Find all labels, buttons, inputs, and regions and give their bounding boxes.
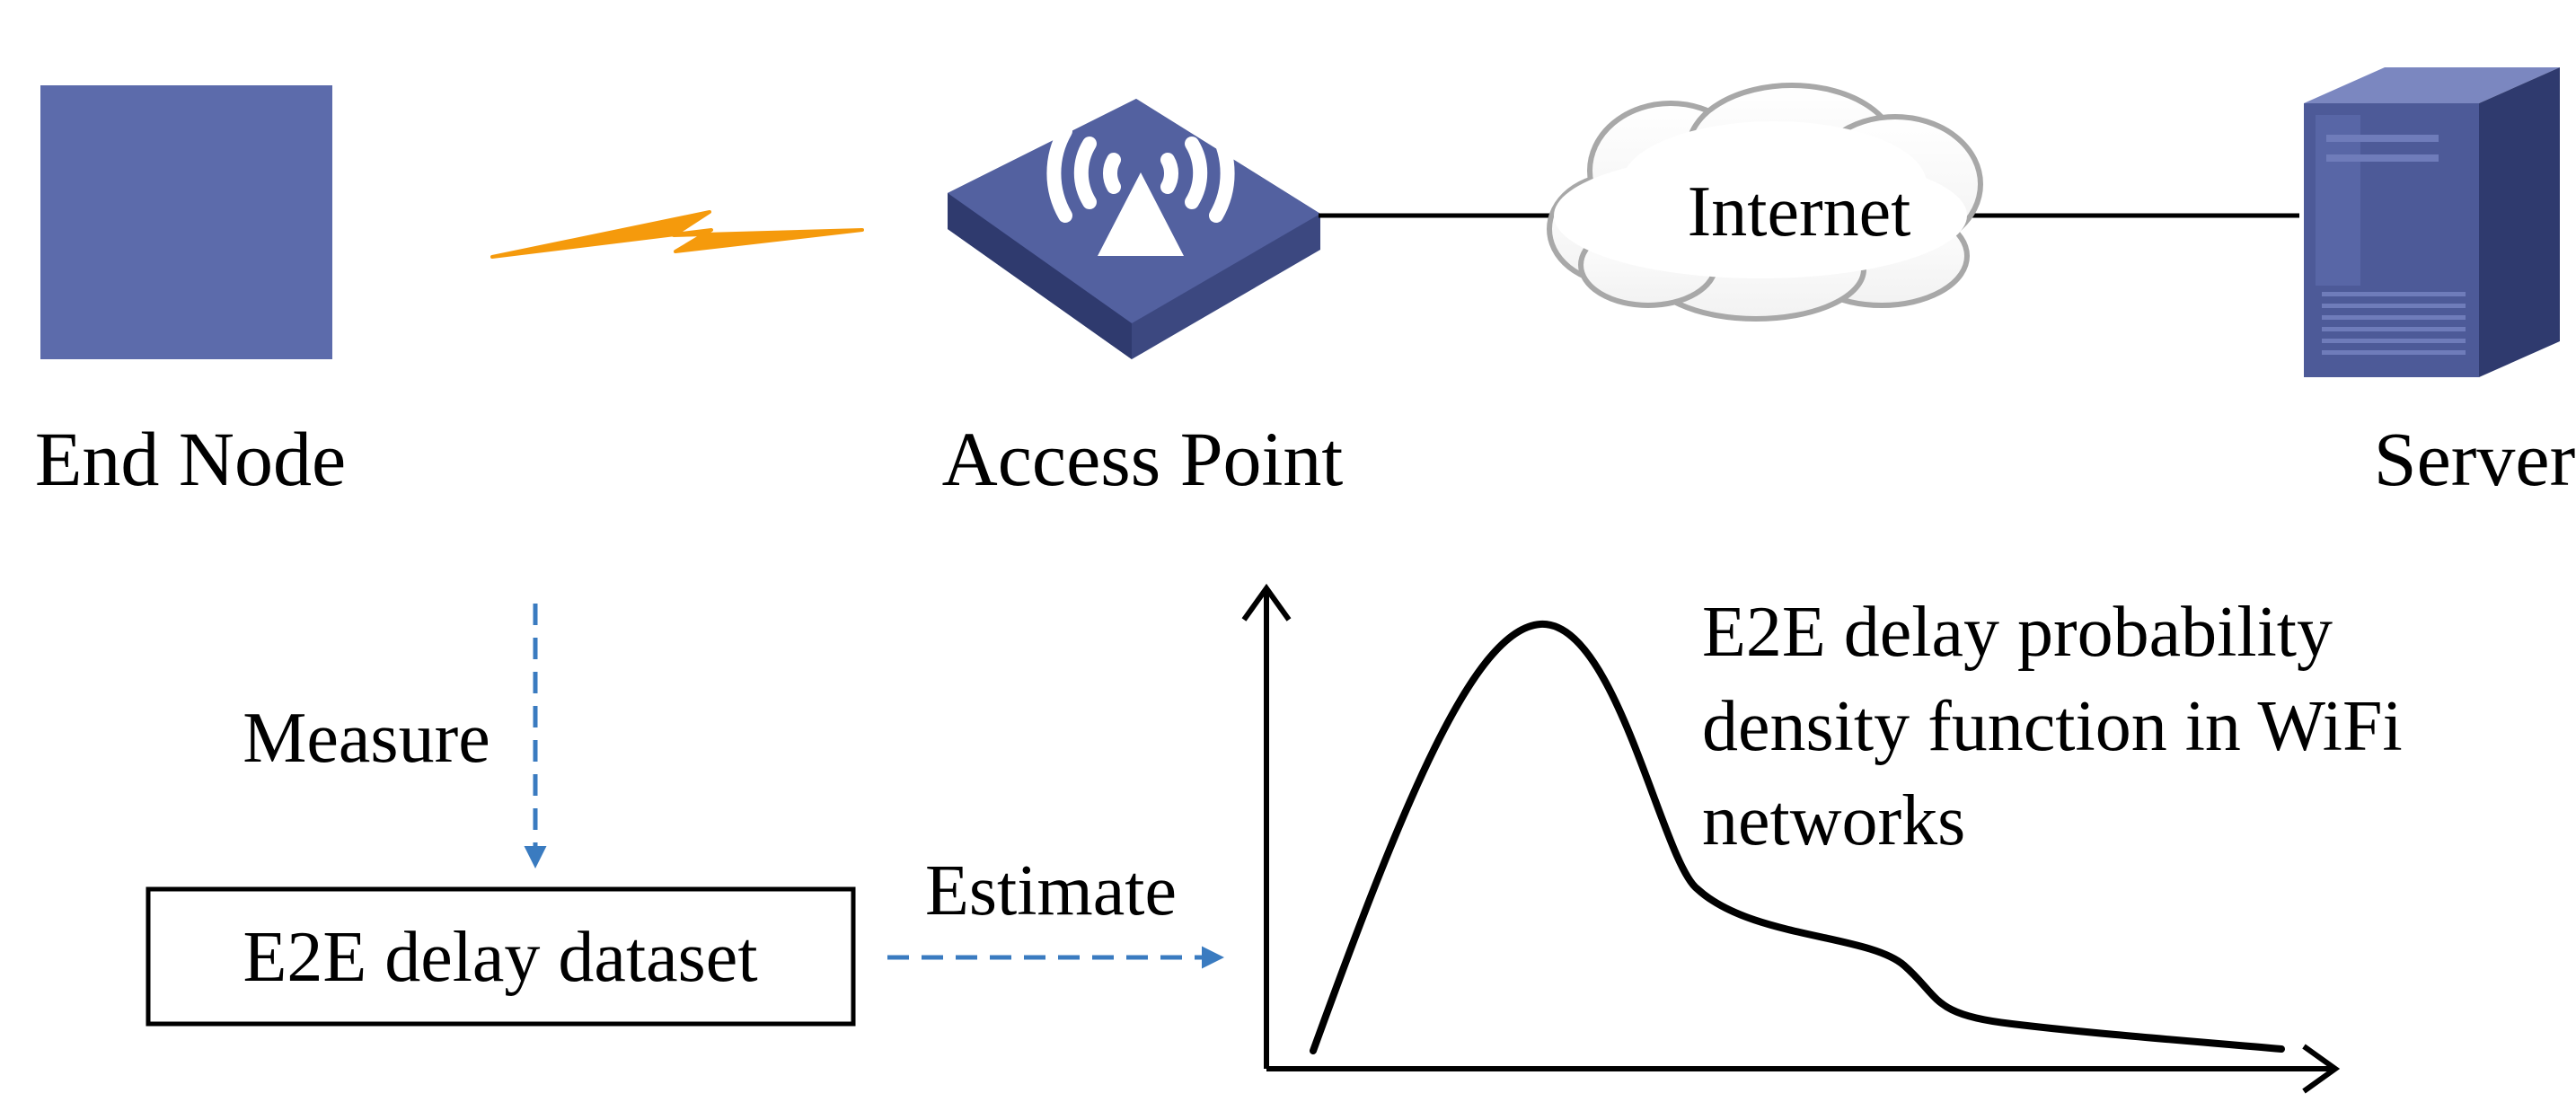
lightning-bolt-icon: [490, 210, 864, 259]
pdf-caption-line-1: E2E delay probability: [1702, 593, 2333, 672]
measure-label: Measure: [243, 699, 490, 778]
access-point-label: Access Point: [942, 416, 1344, 502]
server-label: Server: [2374, 416, 2575, 502]
dataset-label: E2E delay dataset: [243, 918, 757, 997]
end-node-label: End Node: [35, 416, 346, 502]
wifi-access-point-icon: [948, 99, 1320, 359]
end-node-square: [40, 85, 332, 359]
server-tower-icon: [2304, 67, 2560, 377]
cloud-icon: [1547, 83, 1983, 322]
internet-label: Internet: [1688, 172, 1911, 251]
dataset-box: [146, 886, 856, 1027]
estimate-label: Estimate: [925, 851, 1177, 930]
pdf-axes: [1241, 583, 2341, 1094]
pdf-caption-line-2: density function in WiFi: [1702, 687, 2403, 766]
pdf-curve: [1310, 620, 2285, 1054]
pdf-caption-line-3: networks: [1702, 781, 1965, 860]
